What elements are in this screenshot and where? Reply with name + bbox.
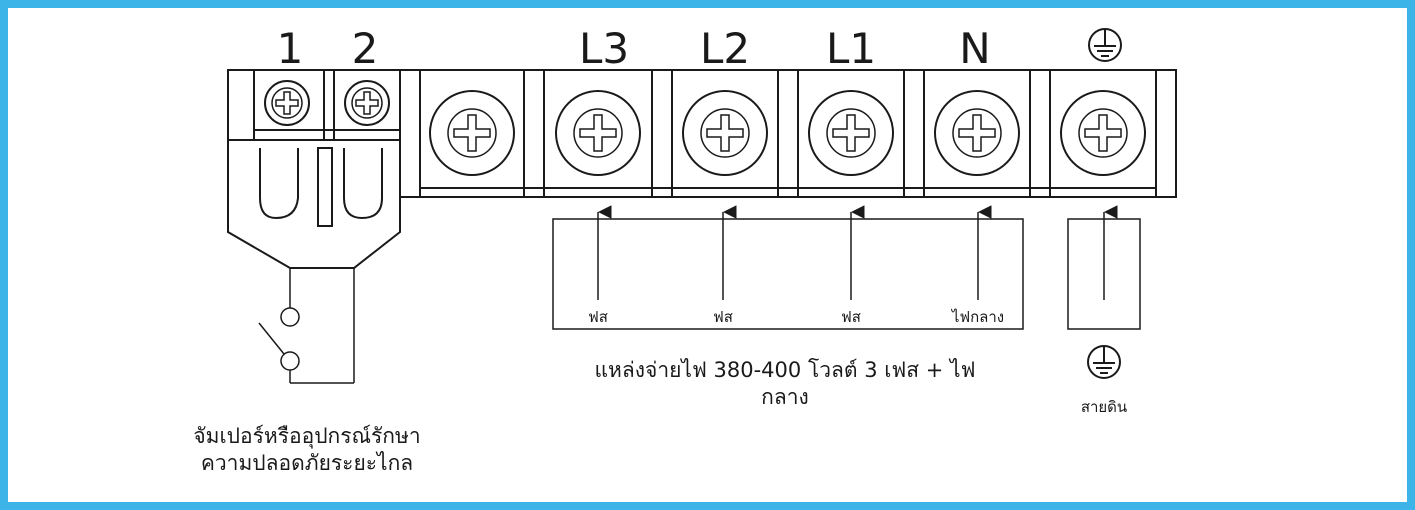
terminal-label-l3: L3 xyxy=(579,24,629,73)
terminal-label-l2: L2 xyxy=(700,24,750,73)
screw-icon xyxy=(1060,90,1146,176)
switch-icon xyxy=(258,322,285,355)
supply-caption-line1: แหล่งจ่ายไฟ 380-400 โวลต์ 3 เฟส + ไฟ xyxy=(595,358,976,382)
screw-icon xyxy=(264,80,310,126)
ground-symbol-icon xyxy=(1088,28,1122,62)
phase-label-l1: ฟส xyxy=(841,308,861,326)
ground-label: สายดิน xyxy=(1081,398,1127,416)
screw-icon xyxy=(808,90,894,176)
phase-label-l2: ฟส xyxy=(713,308,733,326)
phase-label-l3: ฟส xyxy=(588,308,608,326)
remote-caption-line2: ความปลอดภัยระยะไกล xyxy=(201,451,413,475)
power-supply-box: ฟส ฟส ฟส ไฟกลาง xyxy=(552,205,1024,330)
remote-switch-circuit xyxy=(258,268,355,384)
screw-icon xyxy=(934,90,1020,176)
ground-symbol-icon xyxy=(1087,345,1121,379)
terminal-label-1: 1 xyxy=(277,24,304,73)
terminal-label-n: N xyxy=(959,24,990,73)
neutral-label: ไฟกลาง xyxy=(951,308,1004,326)
ground-supply-box xyxy=(1067,205,1141,330)
terminal-label-2: 2 xyxy=(352,24,379,73)
screw-icon xyxy=(555,90,641,176)
screw-icon xyxy=(344,80,390,126)
screw-icon xyxy=(429,90,515,176)
terminal-label-l1: L1 xyxy=(826,24,876,73)
screw-icon xyxy=(682,90,768,176)
supply-caption-line2: กลาง xyxy=(761,385,809,409)
remote-caption-line1: จัมเปอร์หรืออุปกรณ์รักษา xyxy=(193,424,420,449)
power-terminal-block xyxy=(399,69,1177,198)
control-terminal-block xyxy=(227,69,401,269)
